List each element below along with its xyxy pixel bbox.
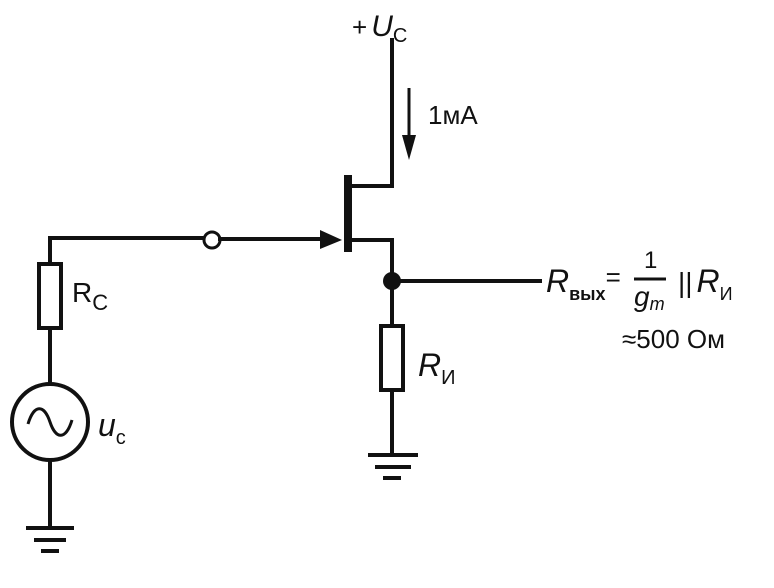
source-wire: [350, 238, 394, 328]
ground-icon-right: [368, 453, 418, 480]
formula-denominator: gm: [634, 281, 665, 314]
drain-wire: [350, 38, 394, 188]
gate-arrow: [320, 230, 342, 249]
source-resistor-label: RC: [72, 277, 108, 315]
source-resistor: [37, 262, 63, 330]
formula-result: ≈500 Ом: [622, 324, 725, 354]
ground-icon-left: [26, 526, 74, 553]
input-wire: [48, 236, 206, 266]
input-terminal[interactable]: [202, 230, 222, 250]
signal-source-label: uc: [98, 407, 126, 449]
formula-numerator: 1: [644, 247, 657, 274]
current-arrow-head: [402, 135, 416, 160]
formula-parallel-rhs: ||RИ: [678, 263, 733, 304]
sine-wave-icon: [26, 407, 74, 437]
current-label: 1мА: [428, 100, 478, 130]
supply-label: +UC: [352, 10, 407, 47]
load-resistor: [379, 324, 405, 392]
output-formula-lhs: Rвых=: [546, 262, 621, 304]
load-resistor-label: RИ: [418, 347, 455, 389]
